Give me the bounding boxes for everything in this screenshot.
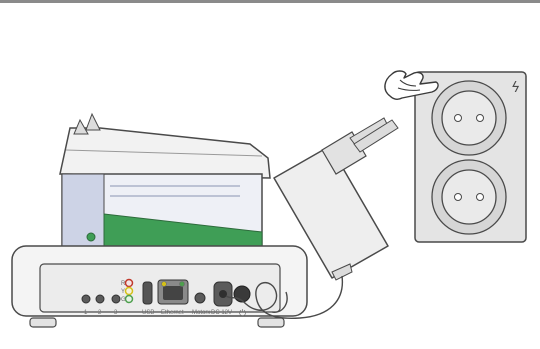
device-lid: [59, 112, 271, 179]
outlet-socket-bottom: [431, 159, 507, 235]
top-rule: [0, 0, 540, 3]
audio-jack-2: [95, 294, 105, 304]
audio-jack-3: [111, 294, 121, 304]
power-adapter: [273, 117, 399, 281]
av-label-y: Y: [121, 289, 125, 295]
av-port-red: [124, 278, 134, 288]
usb-port: [142, 281, 153, 305]
outlet-socket-top: [431, 80, 507, 156]
wall-outlet: ϟ: [414, 71, 527, 243]
power-button: [233, 285, 251, 303]
lightning-icon: ϟ: [511, 80, 520, 96]
jack-label-3: 3: [114, 310, 118, 316]
jack-label-2: 2: [98, 310, 102, 316]
dc-label: DC 12V: [211, 310, 232, 316]
power-cable: [225, 275, 344, 319]
motorx-label: Motorx: [192, 310, 210, 316]
hand-icon: [384, 70, 439, 101]
av-port-yellow: [124, 286, 134, 296]
usb-label: USB: [142, 310, 154, 316]
device-window: [61, 173, 263, 251]
motorx-port: [194, 292, 206, 304]
back-panel: 1 2 3 R Y G USB Ethernet Motorx DC 12V ⏻: [81, 278, 251, 318]
av-label-r: R: [121, 281, 126, 287]
av-port-green: [124, 294, 134, 304]
av-label-g: G: [121, 297, 126, 303]
jack-label-1: 1: [84, 310, 88, 316]
audio-jack-1: [81, 294, 91, 304]
ethernet-label: Ethernet: [161, 310, 184, 316]
power-icon: ⏻: [239, 308, 246, 318]
